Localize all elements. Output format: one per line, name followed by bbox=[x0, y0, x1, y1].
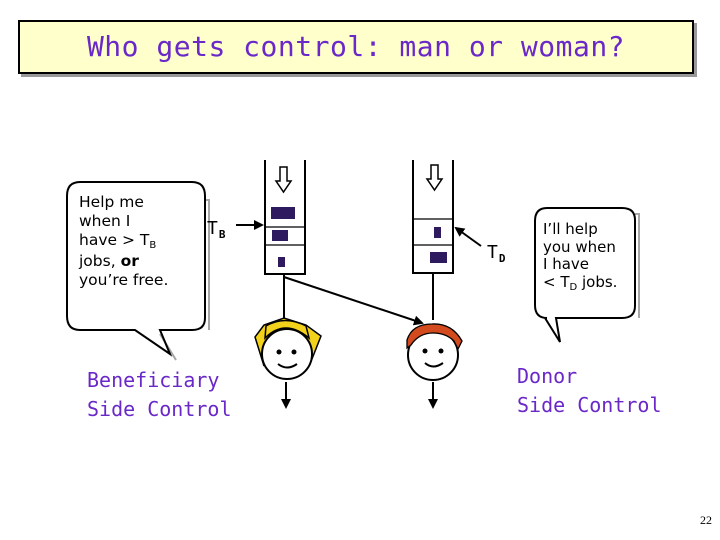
beneficiary-job-small bbox=[278, 257, 285, 267]
donor-line-4-sub: D bbox=[569, 281, 578, 293]
donor-threshold-letter: T bbox=[487, 242, 498, 263]
beneficiary-line-4: jobs, or bbox=[79, 252, 168, 271]
beneficiary-job-large bbox=[271, 207, 295, 219]
beneficiary-job-medium bbox=[272, 230, 288, 241]
beneficiary-speech-text: Help me when I have > TB jobs, or you’re… bbox=[79, 193, 168, 290]
donor-job-large bbox=[430, 252, 447, 263]
beneficiary-line-3-prefix: have > T bbox=[79, 231, 150, 249]
donor-caption-line-2: Side Control bbox=[517, 393, 662, 417]
man-avatar bbox=[406, 323, 463, 381]
donor-line-4: < TD jobs. bbox=[543, 272, 618, 294]
beneficiary-caption-line-2: Side Control bbox=[87, 397, 232, 421]
donor-speech-text: I’ll help you when I have < TD jobs. bbox=[543, 220, 618, 294]
beneficiary-threshold-label: TB bbox=[207, 218, 226, 241]
beneficiary-caption-line-1: Beneficiary bbox=[87, 368, 220, 392]
woman-avatar bbox=[254, 317, 322, 380]
beneficiary-threshold-letter: T bbox=[207, 218, 218, 239]
donor-line-3: I have bbox=[543, 255, 589, 273]
title-box: Who gets control: man or woman? bbox=[18, 20, 694, 74]
threshold-arrows bbox=[236, 220, 482, 247]
donor-caption: Donor Side Control bbox=[517, 362, 662, 420]
beneficiary-caption: Beneficiary Side Control bbox=[87, 366, 232, 424]
beneficiary-line-4-prefix: jobs, bbox=[79, 252, 121, 270]
donor-job-queue bbox=[412, 160, 454, 274]
beneficiary-line-3: have > TB bbox=[79, 231, 168, 252]
donor-speech-bubble bbox=[534, 207, 640, 343]
beneficiary-line-3-sub: B bbox=[149, 240, 157, 251]
donor-line-4-prefix: < T bbox=[543, 272, 570, 291]
beneficiary-threshold-subscript: B bbox=[218, 228, 226, 241]
donor-threshold-label: TD bbox=[487, 242, 506, 265]
donor-input-arrow bbox=[425, 164, 444, 192]
donor-job-small bbox=[434, 227, 441, 238]
page-number: 22 bbox=[700, 513, 712, 527]
beneficiary-input-arrow bbox=[274, 166, 293, 194]
beneficiary-line-1: Help me bbox=[79, 193, 144, 211]
slide-title: Who gets control: man or woman? bbox=[86, 30, 626, 63]
routing-arrows bbox=[281, 273, 438, 409]
donor-caption-line-1: Donor bbox=[517, 364, 578, 388]
donor-line-1: I’ll help bbox=[543, 220, 598, 238]
donor-line-4-suffix: jobs. bbox=[577, 272, 618, 291]
beneficiary-line-5: you’re free. bbox=[79, 271, 169, 289]
beneficiary-line-4-bold: or bbox=[120, 252, 139, 270]
donor-threshold-subscript: D bbox=[498, 252, 506, 265]
beneficiary-line-2: when I bbox=[79, 212, 131, 230]
donor-line-2: you when bbox=[543, 237, 616, 256]
beneficiary-speech-bubble bbox=[66, 181, 210, 361]
beneficiary-job-queue bbox=[264, 160, 306, 275]
